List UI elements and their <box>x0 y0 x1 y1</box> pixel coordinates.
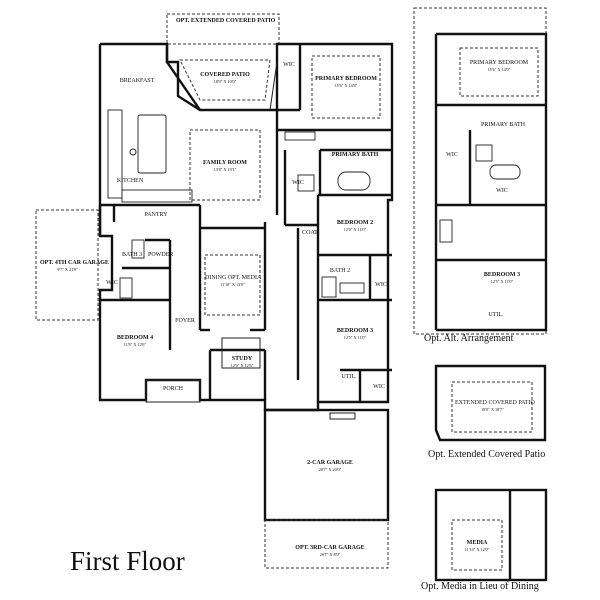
sink <box>129 148 137 156</box>
primary-bath-label: PRIMARY BATH <box>331 152 379 158</box>
shower <box>297 174 315 192</box>
util-label: UTIL. <box>341 374 357 380</box>
ceiling-outline <box>189 129 261 201</box>
breakfast-label: BREAKFAST <box>119 78 155 84</box>
page-title: First Floor <box>70 546 185 576</box>
exterior-wall <box>98 42 394 412</box>
alt-ceiling <box>459 47 539 97</box>
study-outline <box>221 337 261 369</box>
pantry-label: PANTRY <box>144 212 168 218</box>
wic-label: WIC <box>375 282 387 288</box>
kitchen-label: KITCHEN <box>116 178 144 184</box>
wic-label: WIC <box>106 280 118 286</box>
opt-patio-outline <box>166 13 280 45</box>
alt-tub <box>489 164 521 180</box>
opt-4th-garage-outline <box>35 209 99 321</box>
opt-garage-outline <box>264 519 389 569</box>
alt-shower <box>475 144 493 162</box>
tub <box>337 171 371 191</box>
foyer-label: FOYER <box>175 318 195 324</box>
opt-extended-patio-label: OPT. EXTENDED COVERED PATIO <box>176 18 276 24</box>
vanity <box>284 131 316 141</box>
patio-outline <box>179 59 271 101</box>
alt-tub <box>439 219 453 243</box>
porch-label: PORCH <box>162 386 183 392</box>
kitchen-island <box>137 114 167 174</box>
coat-label: COAT <box>302 230 318 236</box>
vanity <box>131 239 145 259</box>
dining-outline <box>204 254 261 316</box>
bath-2-label: BATH 2 <box>329 268 351 274</box>
porch-outline <box>145 379 201 403</box>
ext-patio-inner <box>451 381 533 433</box>
tub <box>321 276 337 298</box>
alt-wic-label: WIC <box>496 188 508 194</box>
alt-frame <box>413 7 547 335</box>
patio-wall-right <box>269 61 278 111</box>
alt-wall <box>436 32 548 332</box>
ext-patio-outline <box>434 364 547 442</box>
media-inner <box>451 519 503 571</box>
bath-3-label: BATH 3 <box>122 252 143 258</box>
alt-util-label: UTIL. <box>488 312 504 318</box>
alt-primary-bath-label: PRIMARY BATH <box>481 122 525 128</box>
alt-arrangement-caption: Opt. Alt. Arrangement <box>424 333 514 344</box>
wic-label: WIC <box>283 62 295 68</box>
media-caption: Opt. Media in Lieu of Dining <box>421 581 539 592</box>
tub <box>119 277 133 299</box>
patio-wall <box>165 44 201 111</box>
kitchen-counter <box>107 109 123 199</box>
alt-wic-label: WIC <box>446 152 458 158</box>
vanity <box>339 282 365 294</box>
powder-label: POWDER <box>148 252 174 258</box>
media-frame <box>434 488 548 582</box>
wic-label: WIC <box>373 384 385 390</box>
kitchen-counter <box>121 189 193 203</box>
ext-patio-caption: Opt. Extended Covered Patio <box>428 449 546 460</box>
garage-step <box>329 412 356 420</box>
wic-label: WIC <box>292 180 304 186</box>
